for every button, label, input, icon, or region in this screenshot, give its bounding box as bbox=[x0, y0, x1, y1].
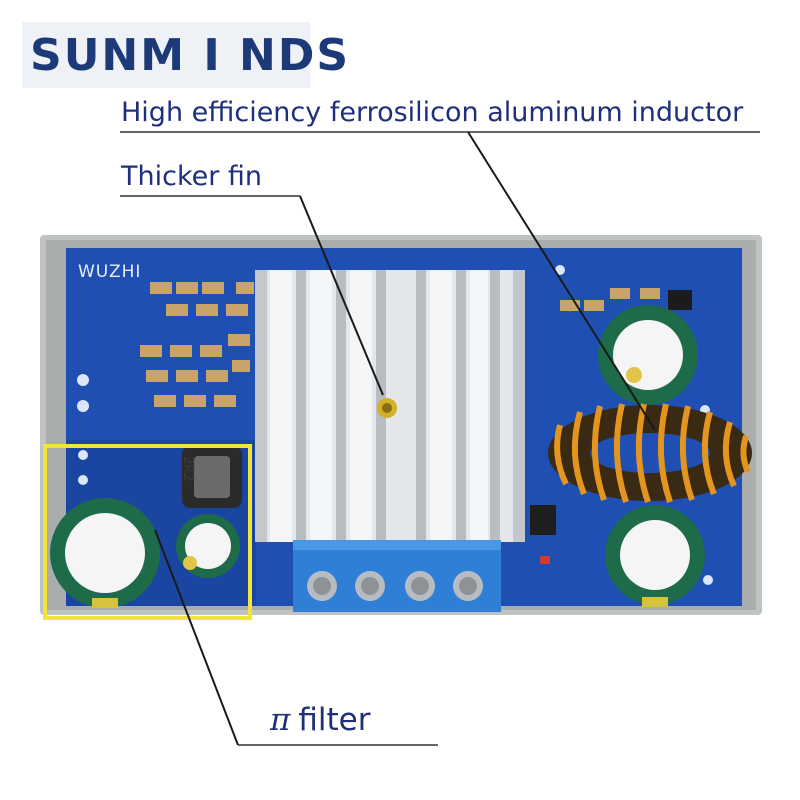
fin-callout-label: Thicker fin bbox=[121, 161, 263, 192]
capacitor-bottom-right bbox=[605, 505, 705, 607]
terminal-block bbox=[293, 540, 501, 612]
inductor-pointer-line bbox=[467, 131, 656, 431]
filter-pointer-line bbox=[154, 529, 239, 746]
capacitor-large-left bbox=[50, 498, 160, 608]
red-led bbox=[540, 556, 550, 564]
board-maker-label: WUZHI bbox=[78, 262, 142, 282]
transistor bbox=[530, 505, 556, 535]
pi-symbol: π bbox=[270, 702, 291, 738]
brand-logo-text: SUNM I NDS bbox=[30, 30, 351, 81]
ic-chip bbox=[668, 290, 692, 310]
brand-logo bbox=[22, 22, 310, 88]
inductor-marking-label: 2R2 bbox=[180, 456, 196, 482]
filter-word: filter bbox=[298, 702, 371, 738]
capacitor-small-left bbox=[176, 514, 240, 578]
heatsink bbox=[255, 270, 525, 542]
capacitor-top-right bbox=[598, 305, 698, 405]
fin-pointer-line bbox=[299, 195, 384, 396]
smd-components bbox=[140, 282, 660, 407]
toroidal-inductor bbox=[548, 403, 752, 503]
pi-filter-highlight-box bbox=[43, 444, 252, 620]
inductor-callout-label: High efficiency ferrosilicon aluminum in… bbox=[121, 97, 744, 128]
